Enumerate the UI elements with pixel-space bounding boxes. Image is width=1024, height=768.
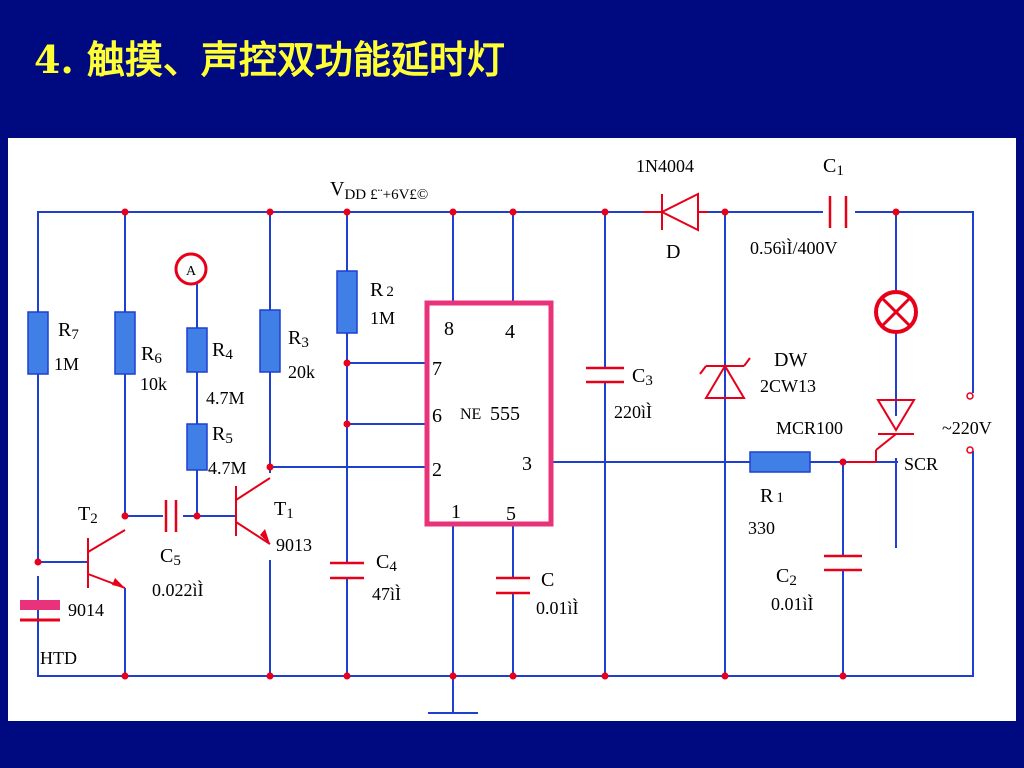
r6-value: 10k (140, 374, 167, 394)
htd-label: HTD (40, 648, 77, 668)
junction-dots (34, 208, 900, 680)
pin-4-label: 4 (505, 321, 515, 343)
resistor-r5: R5 4.7M (186, 423, 247, 478)
c4-value: 47ìÌ (372, 583, 401, 604)
probe-a: A (174, 252, 208, 286)
svg-text:C3: C3 (632, 365, 653, 389)
pin-3-label: 3 (522, 453, 532, 475)
r1-value: 330 (748, 518, 775, 538)
pin-7-label: 7 (432, 358, 442, 380)
svg-text:C4: C4 (376, 551, 397, 575)
capacitor-c5: C5 0.022ìÌ (152, 500, 204, 600)
svg-text:R7: R7 (58, 319, 79, 343)
vdd-symbol: V (330, 178, 345, 200)
ic-ne555: 8 4 7 6 NE 555 2 3 1 5 (424, 300, 554, 527)
resistor-r6: R6 10k (114, 311, 167, 394)
zener-name: DW (774, 349, 807, 371)
svg-text:C5: C5 (160, 545, 181, 569)
r3-value: 20k (288, 362, 315, 382)
svg-text:R4: R4 (212, 339, 233, 363)
resistor-r4: R4 4.7M (186, 327, 245, 408)
svg-text:T2: T2 (78, 503, 98, 527)
scr-name: SCR (904, 454, 938, 474)
resistor-r3: R3 20k (259, 309, 315, 382)
svg-text:C2: C2 (776, 565, 797, 589)
capacitor-c2: C2 0.01ìÌ (771, 554, 862, 614)
r7-value: 1M (54, 354, 79, 374)
ic-number: 555 (490, 403, 520, 425)
wires (37, 211, 974, 714)
transistor-t1: T1 9013 (235, 477, 312, 555)
diode-d: 1N4004 D (636, 156, 708, 263)
ic-name: NE (460, 406, 481, 423)
r2-value: 1M (370, 308, 395, 328)
pin-8-label: 8 (444, 318, 454, 340)
ac-supply-label: ~220V (942, 418, 992, 438)
c2-value: 0.01ìÌ (771, 593, 814, 614)
scr: MCR100 SCR (776, 399, 938, 474)
resistor-r7: R7 1M (27, 311, 79, 375)
capacitor-c: C 0.01ìÌ (496, 569, 579, 618)
t1-value: 9013 (276, 535, 312, 555)
lamp (874, 290, 918, 334)
vdd-value: £¨+6V£© (370, 187, 428, 203)
svg-text:T1: T1 (274, 498, 294, 522)
scr-part: MCR100 (776, 418, 843, 438)
svg-text:VDD£¨+6V£©: VDD£¨+6V£© (330, 178, 428, 203)
supply-label: VDD£¨+6V£© (330, 178, 428, 203)
r5-value: 4.7M (208, 458, 247, 478)
pin-2-label: 2 (432, 459, 442, 481)
c-label: C (541, 569, 554, 591)
diode-name: D (666, 241, 680, 263)
pin-6-label: 6 (432, 405, 442, 427)
r4-value: 4.7M (206, 388, 245, 408)
capacitor-c3: C3 220ìÌ (586, 365, 653, 422)
c5-value: 0.022ìÌ (152, 579, 204, 600)
transistor-t2: T2 9014 (68, 503, 126, 620)
svg-text:R6: R6 (141, 343, 162, 367)
c1-value: 0.56ìÌ/400V (750, 237, 838, 258)
capacitor-c4: C4 47ìÌ (330, 551, 401, 604)
pin-1-label: 1 (451, 501, 461, 523)
vdd-subscript: DD (344, 187, 366, 203)
svg-text:C1: C1 (823, 155, 844, 179)
svg-text:R5: R5 (212, 423, 233, 447)
pin-5-label: 5 (506, 503, 516, 525)
circuit-diagram: VDD£¨+6V£© R7 1M R6 10k R4 4.7M R5 4.7M … (8, 138, 1016, 721)
zener-part: 2CW13 (760, 376, 816, 396)
svg-text:R1: R1 (760, 485, 784, 507)
capacitor-c1: C1 0.56ìÌ/400V (750, 155, 848, 258)
ac-supply: ~220V (942, 392, 992, 454)
svg-text:R3: R3 (288, 327, 309, 351)
slide-title: 4. 触摸、声控双功能延时灯 (34, 37, 505, 82)
touch-plate-htd: HTD (20, 600, 77, 668)
diode-part: 1N4004 (636, 156, 694, 176)
t2-value: 9014 (68, 600, 104, 620)
zener-dw: DW 2CW13 (699, 349, 816, 399)
svg-text:R2: R2 (370, 279, 394, 301)
probe-label: A (186, 264, 197, 279)
c-value: 0.01ìÌ (536, 597, 579, 618)
c3-value: 220ìÌ (614, 401, 652, 422)
